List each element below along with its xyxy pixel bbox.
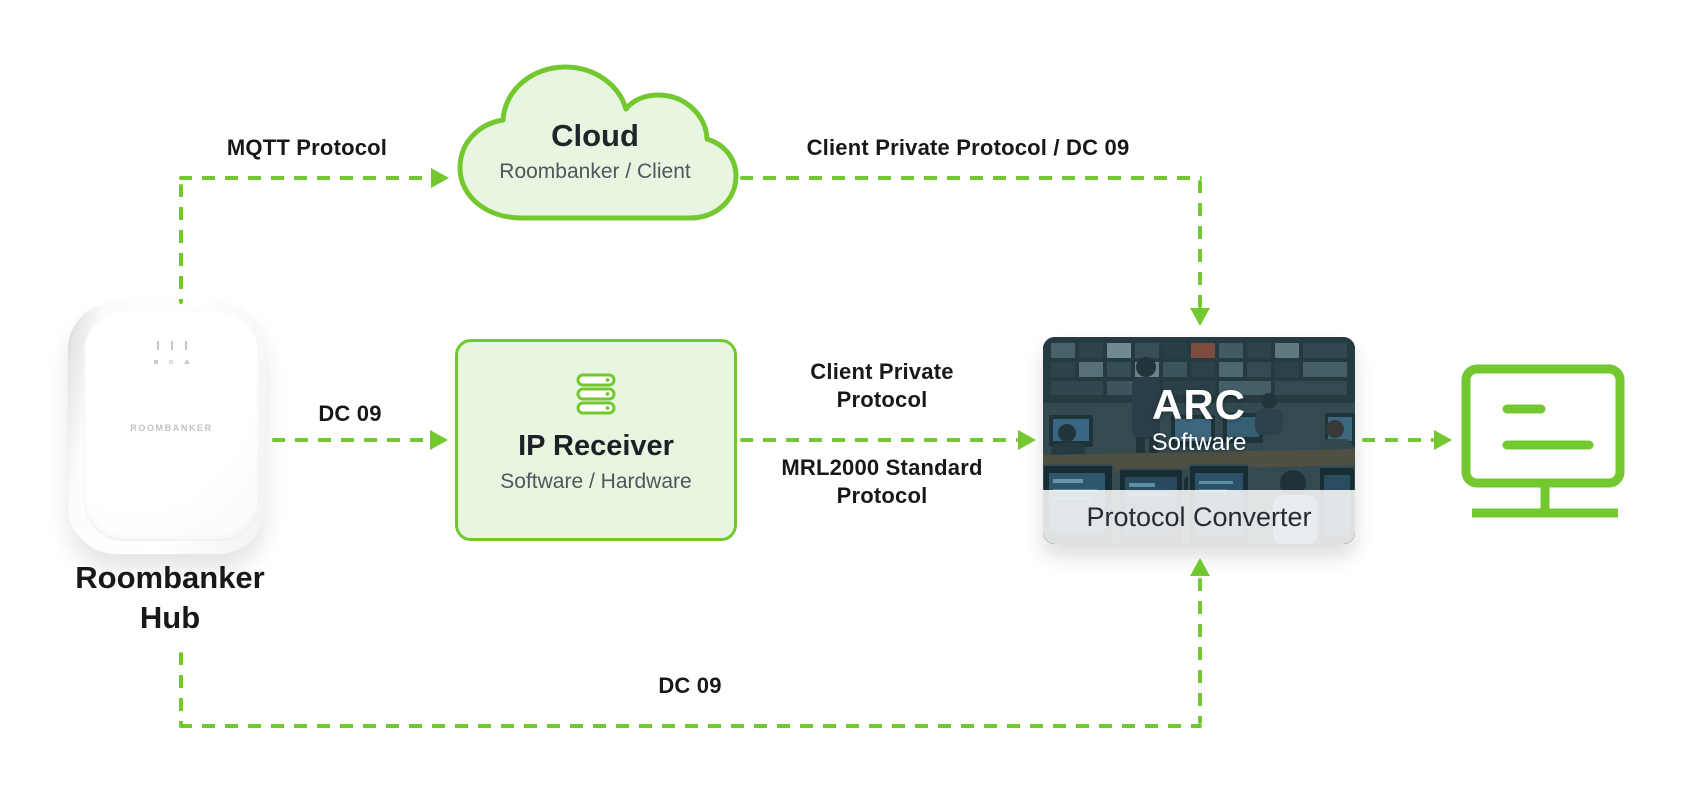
arrowhead-into-monitor xyxy=(1434,430,1452,450)
edge-label-client-private-protocol: Client Private Protocol xyxy=(810,359,954,412)
edge-hub-to-ip-receiver xyxy=(272,438,430,442)
arc-node: ARC Software Protocol Converter xyxy=(1043,337,1355,544)
server-stack-icon xyxy=(576,373,616,415)
edge-hub-to-arc-bottom-right-vertical xyxy=(1198,578,1202,724)
edge-hub-to-arc-bottom-horizontal xyxy=(179,724,1202,728)
edge-hub-to-cloud-horizontal xyxy=(179,176,431,180)
edge-hub-to-cloud-vertical xyxy=(179,184,183,304)
edge-label-mqtt-protocol: MQTT Protocol xyxy=(226,135,388,160)
arc-title: ARC xyxy=(1152,381,1246,428)
roombanker-hub-device-image: ROOMBANKER xyxy=(68,302,266,554)
edge-label-mrl2000-standard-protocol: MRL2000 Standard Protocol xyxy=(781,455,983,508)
hub-device-brand-text: ROOMBANKER xyxy=(130,423,213,433)
arrowhead-into-arc-bottom xyxy=(1190,558,1210,576)
arc-subtitle: Software xyxy=(1151,429,1247,456)
edge-label-dc09-middle: DC 09 xyxy=(318,401,382,426)
edge-label-dc09-bottom: DC 09 xyxy=(658,673,722,698)
hub-status-glyphs-icon xyxy=(84,359,259,364)
cloud-icon xyxy=(457,64,739,221)
arrowhead-into-arc-left xyxy=(1018,430,1036,450)
edge-hub-to-arc-bottom-left-vertical xyxy=(179,652,183,726)
arc-text-block: ARC Software xyxy=(1043,383,1355,457)
arrowhead-into-arc-top xyxy=(1190,308,1210,326)
edge-cloud-to-arc-horizontal xyxy=(740,176,1202,180)
cloud-subtitle: Roombanker / Client xyxy=(499,160,691,183)
cloud-title: Cloud xyxy=(551,118,639,153)
hub-node-label: Roombanker Hub xyxy=(75,560,265,635)
ip-receiver-node: IP Receiver Software / Hardware xyxy=(455,339,737,541)
cloud-node: Cloud Roombanker / Client xyxy=(448,58,742,230)
edge-arc-to-monitor xyxy=(1362,438,1434,442)
arrowhead-into-cloud xyxy=(431,168,449,188)
hub-device-face: ROOMBANKER xyxy=(84,311,259,541)
monitor-icon xyxy=(1461,364,1625,518)
ip-receiver-subtitle: Software / Hardware xyxy=(500,470,692,493)
hub-led-indicators-icon xyxy=(84,341,259,350)
arc-caption: Protocol Converter xyxy=(1043,490,1355,544)
ip-receiver-title: IP Receiver xyxy=(518,430,674,462)
arrowhead-into-ip-receiver xyxy=(430,430,448,450)
monitor-node xyxy=(1458,362,1632,522)
edge-cloud-to-arc-vertical xyxy=(1198,180,1202,308)
edge-label-client-private-dc09: Client Private Protocol / DC 09 xyxy=(806,135,1130,160)
edge-ip-receiver-to-arc xyxy=(740,438,1018,442)
